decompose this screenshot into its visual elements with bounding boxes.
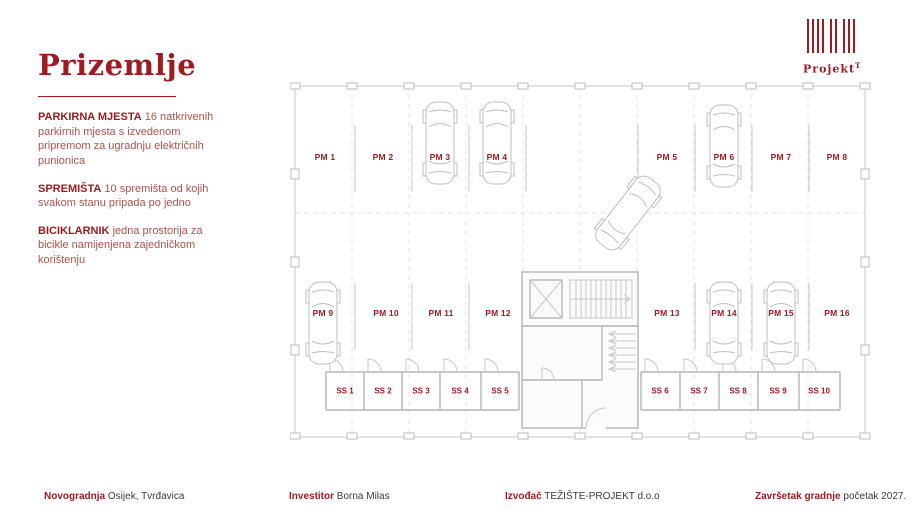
title-underline <box>38 96 176 97</box>
parking-spot-label: PM 6 <box>713 152 735 162</box>
info-lead: PARKIRNA MJESTA <box>38 111 142 123</box>
footer-lead: Izvođač <box>505 491 542 502</box>
parking-spot-label: PM 14 <box>711 308 737 318</box>
info-text: 16 natkrivenih parkirnih mjesta s izvede… <box>38 111 214 167</box>
elevator-shaft <box>529 279 563 319</box>
direction-arrows <box>607 330 636 373</box>
footer-contractor: Izvođač TEŽIŠTE-PROJEKT d.o.o <box>505 491 660 502</box>
logo-word: Projekt <box>803 62 856 76</box>
info-block-bikeroom: BICIKLARNIK jedna prostorija za bicikle … <box>38 224 218 268</box>
parking-spot-label: PM 7 <box>770 152 792 162</box>
car-outline <box>479 101 515 185</box>
storage-unit-label: SS 1 <box>336 386 354 396</box>
columns <box>290 82 871 440</box>
footer-lead: Završetak gradnje <box>755 491 841 502</box>
parking-spot-label: PM 3 <box>429 152 451 162</box>
floor-plan-svg <box>290 82 871 440</box>
parking-spot-label: PM 8 <box>826 152 848 162</box>
parking-spot-label: PM 15 <box>768 308 794 318</box>
logo-bars-icon <box>807 19 855 53</box>
parking-spot-label: PM 16 <box>824 308 850 318</box>
footer-value: Osijek, Tvrđavica <box>107 491 185 502</box>
brand-logo: ProjektT <box>803 18 862 76</box>
car-outline <box>305 281 341 365</box>
footer-lead: Novogradnja <box>44 491 106 502</box>
footer-investor: Investitor Borna Milas <box>289 491 390 502</box>
storage-units-left <box>325 358 520 411</box>
logo-sup: T <box>855 61 862 70</box>
parking-spot-label: PM 4 <box>486 152 508 162</box>
footer-value: TEŽIŠTE-PROJEKT d.o.o <box>544 491 660 502</box>
storage-unit-label: SS 5 <box>491 386 509 396</box>
parking-spot-label: PM 10 <box>373 308 399 318</box>
footer-project-location: Novogradnja Osijek, Tvrđavica <box>44 491 184 502</box>
info-text: 10 spremišta od kojih svakom stanu pripa… <box>38 182 209 210</box>
parking-spot-label: PM 1 <box>314 152 336 162</box>
logo-wordmark: ProjektT <box>803 61 862 76</box>
parking-spot-label: PM 2 <box>372 152 394 162</box>
storage-unit-label: SS 8 <box>729 386 747 396</box>
car-outline <box>706 104 742 188</box>
footer-completion: Završetak gradnje početak 2027. <box>755 491 906 502</box>
page-title: Prizemlje <box>38 48 197 82</box>
parking-spot-label: PM 11 <box>428 308 454 318</box>
building-core <box>521 271 639 431</box>
storage-unit-label: SS 6 <box>651 386 669 396</box>
parking-spot-label: PM 13 <box>654 308 680 318</box>
storage-unit-label: SS 4 <box>451 386 469 396</box>
entry-door <box>585 407 607 429</box>
info-lead: SPREMIŠTA <box>38 182 102 195</box>
footer: Novogradnja Osijek, Tvrđavica Investitor… <box>0 491 919 511</box>
storage-unit-label: SS 3 <box>412 386 430 396</box>
grid-lines <box>295 86 865 437</box>
storage-unit-label: SS 2 <box>374 386 392 396</box>
storage-unit-label: SS 9 <box>769 386 787 396</box>
info-block-storage: SPREMIŠTA 10 spremišta od kojih svakom s… <box>38 182 218 211</box>
core-outline <box>521 271 639 429</box>
storage-units-right <box>640 358 841 411</box>
parking-spot-label: PM 9 <box>312 308 334 318</box>
entry-gap <box>586 425 606 431</box>
parking-spot-label: PM 12 <box>485 308 511 318</box>
footer-value: Borna Milas <box>336 491 390 502</box>
storage-unit-label: SS 10 <box>808 386 830 396</box>
footer-value: početak 2027. <box>843 491 907 502</box>
core-inner-walls <box>522 325 638 428</box>
car-outline <box>706 281 742 365</box>
car-outline <box>422 101 458 185</box>
staircase <box>569 279 633 319</box>
sidebar: PARKIRNA MJESTA 16 natkrivenih parkirnih… <box>38 110 218 281</box>
parking-spot-label: PM 5 <box>656 152 678 162</box>
floor-plan: PM 1 PM 2 PM 3 PM 4 PM 5 PM 6 PM 7 PM 8 … <box>290 80 878 442</box>
info-block-parking: PARKIRNA MJESTA 16 natkrivenih parkirnih… <box>38 110 218 169</box>
footer-lead: Investitor <box>289 491 335 502</box>
car-outline <box>763 281 799 365</box>
info-text: jedna prostorija za bicikle namijenjena … <box>38 224 203 266</box>
stall-dividers <box>354 125 810 350</box>
info-lead: BICIKLARNIK <box>38 224 110 237</box>
room-door <box>541 367 555 381</box>
storage-unit-label: SS 7 <box>690 386 708 396</box>
